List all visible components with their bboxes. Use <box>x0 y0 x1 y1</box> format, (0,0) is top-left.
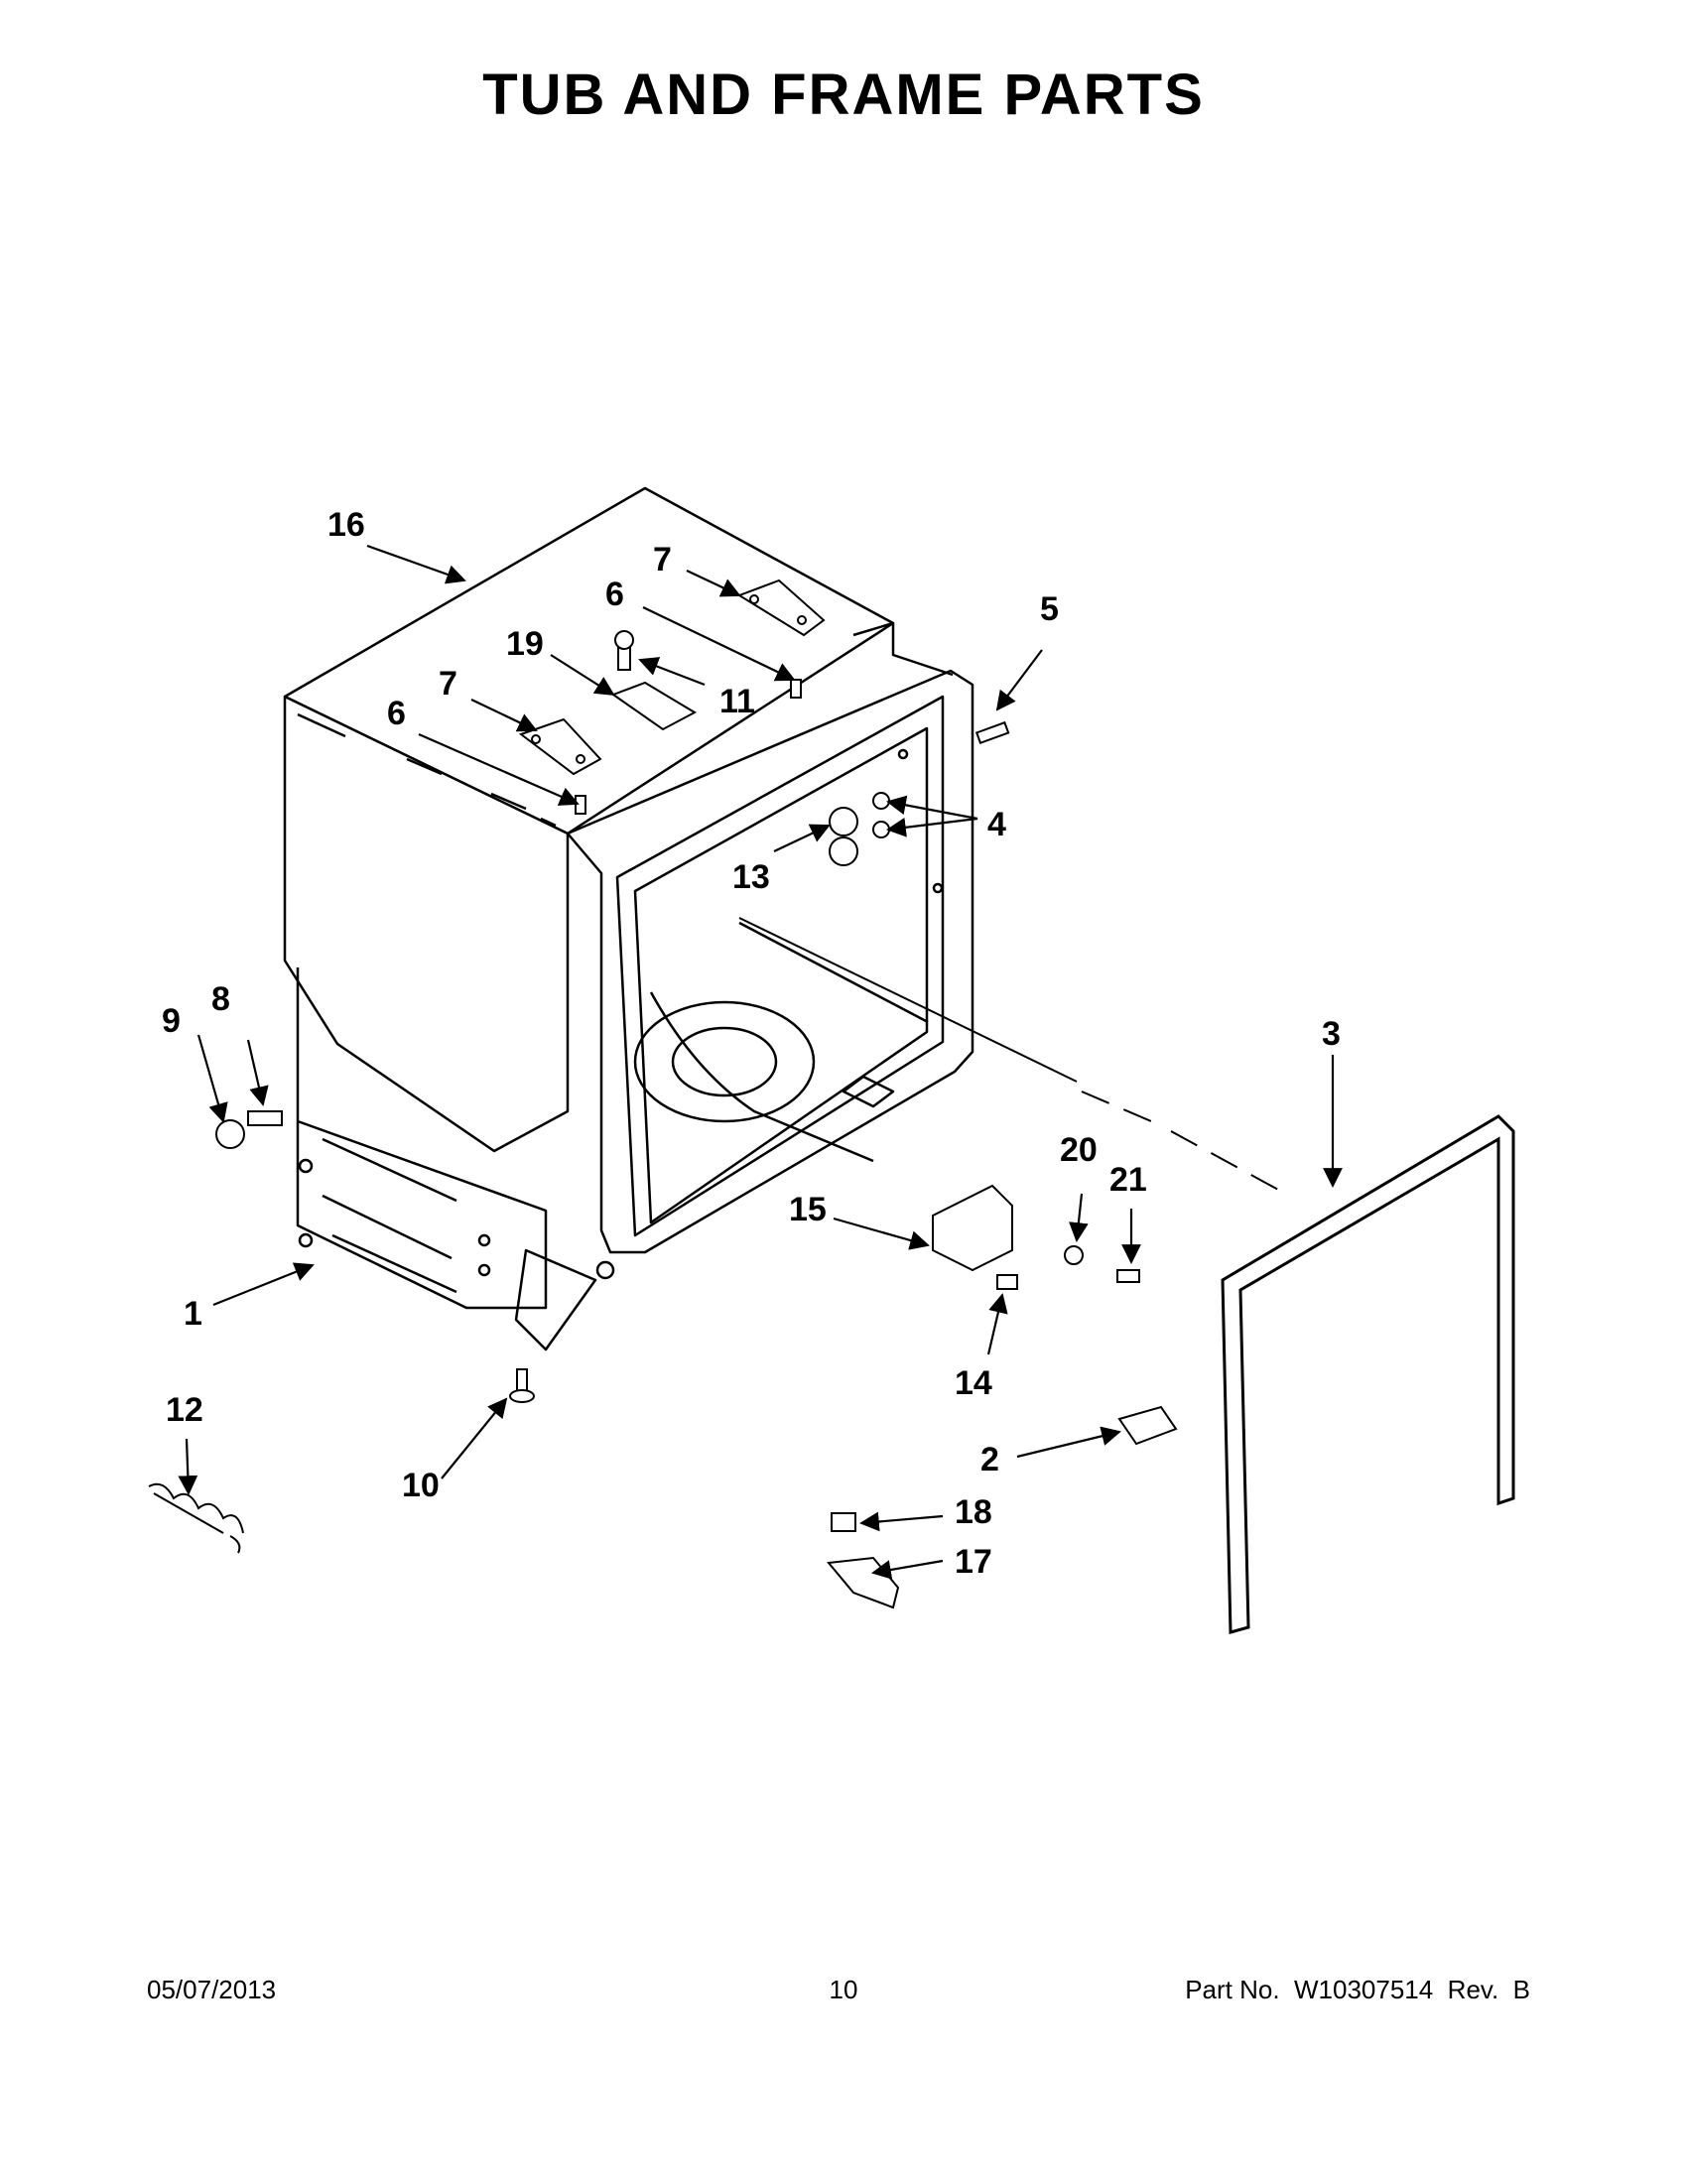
callout-5: 5 <box>1040 590 1059 628</box>
callout-6: 6 <box>387 695 406 732</box>
switch-part <box>827 1512 900 1609</box>
callout-6: 6 <box>605 576 624 613</box>
callout-1: 1 <box>184 1295 202 1333</box>
spring-part <box>148 1482 244 1554</box>
callout-10: 10 <box>402 1467 440 1504</box>
callout-11: 11 <box>719 683 755 720</box>
bracket-part <box>932 1184 1018 1290</box>
tub-assembly <box>283 486 974 1351</box>
callout-7: 7 <box>653 541 672 578</box>
callout-12: 12 <box>166 1391 203 1429</box>
footer-page-number: 10 <box>829 1975 858 2004</box>
callout-2: 2 <box>980 1441 999 1478</box>
roller-part <box>829 792 890 866</box>
callout-18: 18 <box>955 1493 992 1531</box>
callout-9: 9 <box>162 1002 181 1040</box>
clip-part <box>1117 1405 1178 1446</box>
callout-14: 14 <box>955 1364 992 1402</box>
hinge-bracket-part <box>518 578 826 776</box>
footer-date: 05/07/2013 <box>147 1975 277 2004</box>
strike-plate-part <box>610 630 698 731</box>
callout-8: 8 <box>211 980 230 1018</box>
leveling-leg-part <box>509 1368 535 1403</box>
callout-3: 3 <box>1322 1015 1341 1053</box>
page-title: TUB AND FRAME PARTS <box>482 63 1205 127</box>
foot-part <box>215 1110 283 1149</box>
callout-7: 7 <box>439 665 457 703</box>
callout-15: 15 <box>789 1191 827 1228</box>
footer-part-number: Part No. W10307514 Rev. B <box>1185 1975 1530 2004</box>
callout-21: 21 <box>1109 1161 1147 1199</box>
leader-arrows <box>178 544 1343 1580</box>
callout-16: 16 <box>327 506 365 544</box>
callout-20: 20 <box>1060 1131 1098 1169</box>
callout-19: 19 <box>506 625 544 663</box>
callout-4: 4 <box>987 806 1006 843</box>
washer-part <box>1064 1245 1140 1283</box>
callout-17: 17 <box>955 1543 992 1581</box>
callout-13: 13 <box>732 858 770 896</box>
door-seal-part <box>1221 1114 1515 1634</box>
